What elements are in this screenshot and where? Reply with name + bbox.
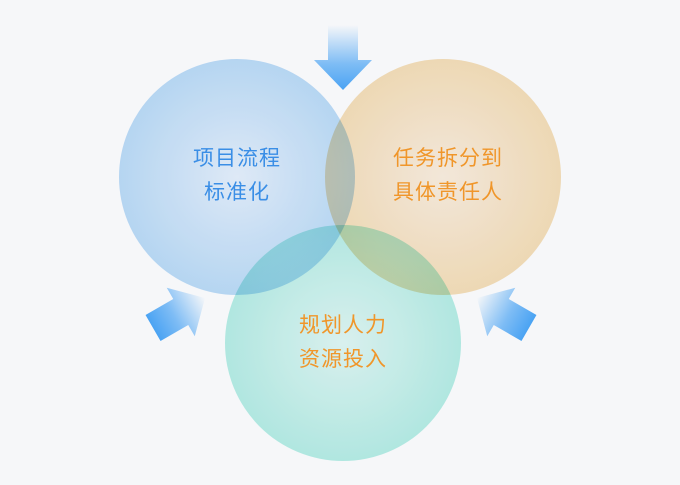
label-line: 任务拆分到 [393, 146, 503, 170]
label-line: 规划人力 [299, 313, 387, 337]
label-line: 具体责任人 [393, 180, 503, 204]
left-arrow-icon [145, 287, 205, 341]
label-line: 资源投入 [299, 347, 387, 371]
label-green: 规划人力 资源投入 [243, 308, 443, 376]
label-line: 项目流程 [193, 146, 281, 170]
circle-green [225, 225, 461, 461]
label-blue: 项目流程 标准化 [137, 141, 337, 209]
right-arrow-icon [477, 287, 537, 341]
top-arrow-icon [314, 25, 372, 90]
label-line: 标准化 [204, 180, 270, 204]
label-orange: 任务拆分到 具体责任人 [348, 141, 548, 209]
